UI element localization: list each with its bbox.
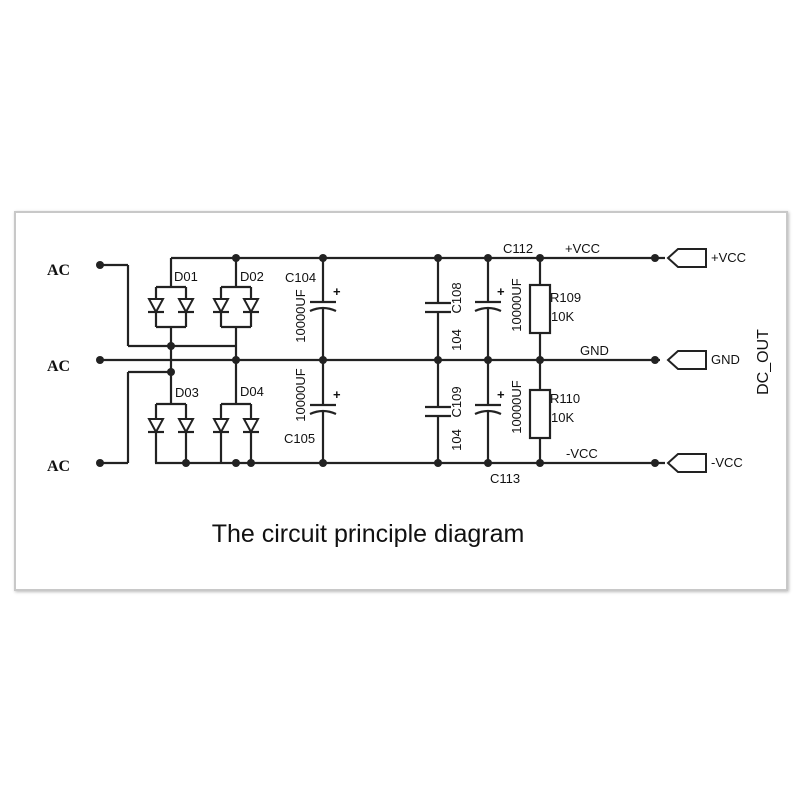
value-c113: 10000UF xyxy=(509,380,524,434)
junction-dots xyxy=(96,254,659,467)
value-c104: 10000UF xyxy=(293,289,308,343)
diagram-frame xyxy=(14,211,788,591)
polarity-c104: + xyxy=(333,284,341,299)
value-r109: 10K xyxy=(551,309,574,324)
connector-gnd xyxy=(666,350,707,370)
ac-label-top: AC xyxy=(47,262,70,279)
output-rails xyxy=(540,248,707,473)
label-c113: C113 xyxy=(490,471,520,486)
label-d04: D04 xyxy=(240,384,264,399)
output-label-pos: +VCC xyxy=(711,250,746,265)
labels: AC AC AC D01 D02 D03 D04 C104 C105 C108 … xyxy=(47,241,772,486)
polarity-c105: + xyxy=(333,387,341,402)
label-d01: D01 xyxy=(174,269,198,284)
output-label-neg: -VCC xyxy=(711,455,743,470)
connector-pos xyxy=(666,248,707,268)
filter-network xyxy=(309,258,552,463)
value-c112: 10000UF xyxy=(509,278,524,332)
label-c105: C105 xyxy=(284,431,315,446)
label-c112: C112 xyxy=(503,241,533,256)
ac-input-wiring xyxy=(100,263,660,465)
output-label-gnd: GND xyxy=(711,352,740,367)
bridge-rectifier xyxy=(146,256,540,465)
diode-d02-a xyxy=(211,297,231,314)
label-c104: C104 xyxy=(285,270,316,285)
label-r109: R109 xyxy=(550,290,581,305)
ac-label-mid: AC xyxy=(47,358,70,375)
rail-label-pos: +VCC xyxy=(565,241,600,256)
label-d03: D03 xyxy=(175,385,199,400)
value-c109: 104 xyxy=(449,429,464,451)
diode-d04-a xyxy=(211,417,231,434)
label-r110: R110 xyxy=(550,391,580,406)
value-r110: 10K xyxy=(551,410,574,425)
polarity-c112: + xyxy=(497,284,505,299)
polarity-c113: + xyxy=(497,387,505,402)
diode-d01-a xyxy=(146,297,166,314)
connector-label: DC_OUT xyxy=(755,329,772,395)
diode-d01-b xyxy=(176,297,196,314)
label-c109: C109 xyxy=(449,386,464,417)
diagram-caption: The circuit principle diagram xyxy=(211,520,525,548)
value-c108: 104 xyxy=(449,329,464,351)
label-c108: C108 xyxy=(449,282,464,313)
diode-d04-b xyxy=(241,417,261,434)
diode-d03-b xyxy=(176,417,196,434)
diode-d02-b xyxy=(241,297,261,314)
diode-d03-a xyxy=(146,417,166,434)
label-d02: D02 xyxy=(240,269,264,284)
value-c105: 10000UF xyxy=(293,368,308,422)
ac-label-bot: AC xyxy=(47,458,70,475)
rail-label-gnd: GND xyxy=(580,343,609,358)
rail-label-neg: -VCC xyxy=(566,446,598,461)
connector-neg xyxy=(666,453,707,473)
